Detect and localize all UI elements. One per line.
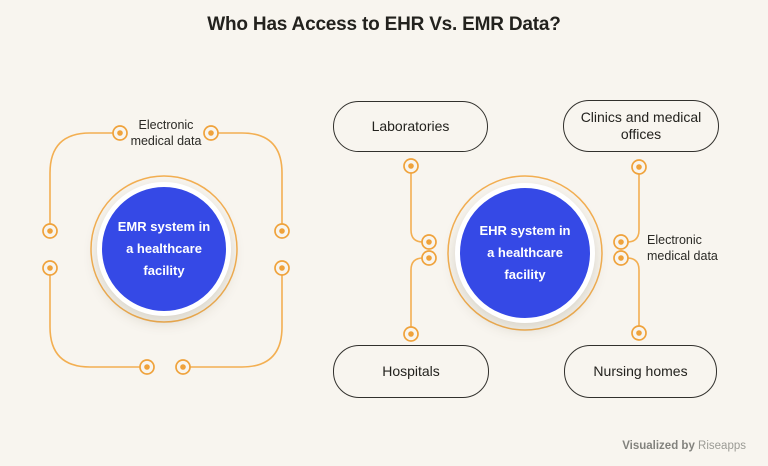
pill-laboratories: Laboratories — [333, 101, 488, 152]
label-line: medical data — [130, 133, 202, 148]
connector-node-icon — [631, 325, 647, 341]
ehr-electronic-medical-data-label: Electronic medical data — [647, 233, 747, 264]
connector-node-icon — [139, 359, 155, 375]
connector-node-icon — [631, 159, 647, 175]
ehr-circle-text-line: facility — [504, 267, 546, 282]
label-line: Electronic — [647, 233, 702, 247]
pill-label: Hospitals — [382, 363, 440, 379]
connector-node-icon — [175, 359, 191, 375]
connector-node-icon — [274, 223, 290, 239]
emr-orbit-ring-icon — [90, 175, 238, 323]
emr-circle: EMR system in a healthcare facility — [97, 182, 231, 316]
connector-node-icon — [42, 260, 58, 276]
label-line: Electronic — [138, 118, 194, 132]
label-line: medical data — [647, 248, 718, 263]
footer-credit-brand: Riseapps — [698, 440, 746, 452]
pill-label: Nursing homes — [593, 363, 688, 379]
connector-node-icon — [613, 234, 629, 250]
ehr-circle-text-line: EHR system in — [479, 223, 571, 238]
pill-nursing-homes: Nursing homes — [564, 345, 717, 398]
footer-credit-prefix: Visualized by — [622, 440, 695, 452]
connector-node-icon — [42, 223, 58, 239]
ehr-circle: EHR system in a healthcare facility — [455, 183, 595, 323]
pill-clinics-and-medical-offices: Clinics and medical offices — [563, 100, 719, 152]
page-title: Who Has Access to EHR Vs. EMR Data? — [207, 14, 561, 35]
connector-node-icon — [421, 250, 437, 266]
emr-circle-text-line: facility — [143, 263, 185, 278]
emr-loop-path — [49, 132, 283, 368]
pill-hospitals: Hospitals — [333, 345, 489, 398]
emr-circle-text-line: a healthcare — [126, 241, 202, 256]
connector-node-icon — [613, 250, 629, 266]
pill-label: Laboratories — [371, 118, 450, 134]
emr-circle-text-line: EMR system in — [117, 219, 211, 234]
connector-node-icon — [274, 260, 290, 276]
footer-credit: Visualized by Riseapps — [622, 440, 746, 452]
pill-label: Clinics and medical offices — [580, 109, 702, 142]
connector-node-icon — [403, 158, 419, 174]
connector-node-icon — [403, 326, 419, 342]
connector-node-icon — [421, 234, 437, 250]
emr-electronic-medical-data-label: Electronic medical data — [111, 118, 221, 149]
ehr-circle-text-line: a healthcare — [487, 245, 563, 260]
ehr-orbit-ring-icon — [447, 175, 603, 331]
